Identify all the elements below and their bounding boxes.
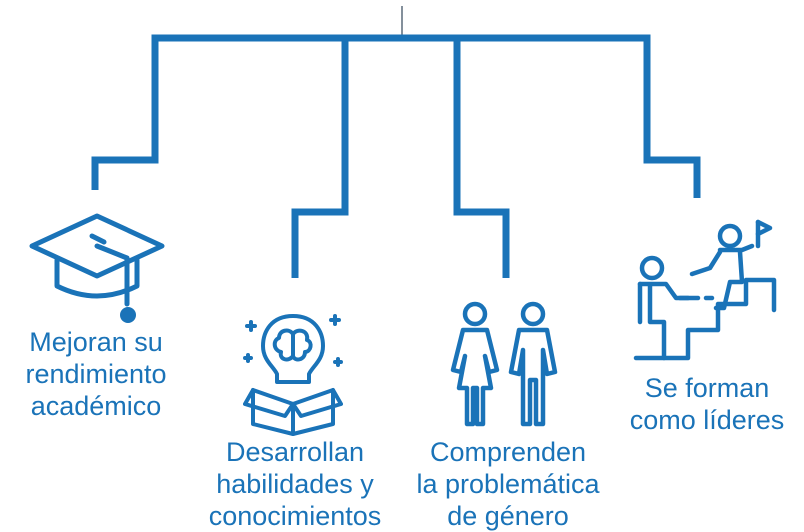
- label-line: habilidades y: [216, 469, 374, 499]
- label-line: de género: [447, 501, 569, 531]
- label-line: como líderes: [629, 405, 785, 435]
- benefit-label-leaders: Se forman como líderes: [614, 372, 800, 436]
- label-line: Comprenden: [429, 437, 587, 467]
- brain-bulb-box-icon: [243, 314, 343, 436]
- connector-inner: [291, 34, 510, 278]
- label-line: rendimiento: [25, 359, 167, 389]
- benefit-label-academic: Mejoran su rendimiento académico: [0, 326, 192, 422]
- label-line: Mejoran su: [29, 327, 163, 357]
- couple-icon: [450, 301, 558, 427]
- benefit-label-skills: Desarrollan habilidades y conocimientos: [190, 436, 400, 532]
- graduation-cap-icon: [29, 213, 165, 323]
- label-line: académico: [30, 391, 162, 421]
- benefit-label-gender: Comprenden la problemática de género: [398, 436, 618, 532]
- label-line: conocimientos: [208, 501, 382, 531]
- label-line: la problemática: [416, 469, 600, 499]
- leadership-stairs-icon: [633, 219, 777, 361]
- connector-outer: [91, 34, 701, 198]
- label-line: Se forman: [644, 373, 770, 403]
- label-line: Desarrollan: [225, 437, 365, 467]
